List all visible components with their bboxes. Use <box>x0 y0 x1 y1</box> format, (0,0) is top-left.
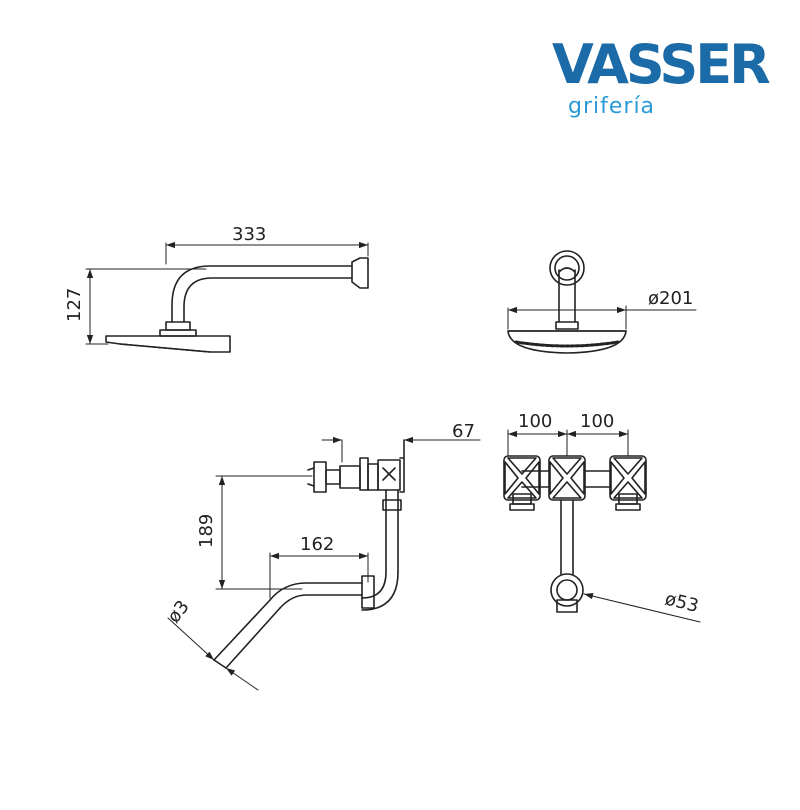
mixer-front-view <box>503 429 701 623</box>
brand-logo: VASSER grifería <box>552 36 771 126</box>
dim-outlet-diameter: ø53 <box>663 588 701 617</box>
brand-name: VASSER <box>552 33 771 96</box>
dim-valve-spacing-left: 100 <box>518 411 552 432</box>
dim-head-diameter: ø201 <box>648 288 693 309</box>
shower-head-front-view <box>507 250 697 354</box>
dim-arm-length: 333 <box>232 224 266 245</box>
left-valve-handle <box>503 455 541 511</box>
dim-valve-height: 189 <box>196 514 217 548</box>
dim-spout-length: 162 <box>300 534 334 555</box>
center-valve-handle <box>548 455 586 501</box>
shower-arm-side-view <box>85 241 369 353</box>
dim-wall-depth: 67 <box>452 421 475 442</box>
dim-valve-spacing-right: 100 <box>580 411 614 432</box>
right-valve-handle <box>609 455 647 511</box>
dim-arm-height: 127 <box>64 288 85 322</box>
brand-tagline: grifería <box>568 94 656 119</box>
mixer-side-view <box>167 436 481 691</box>
dim-spout-diameter: ø3 <box>163 596 193 627</box>
